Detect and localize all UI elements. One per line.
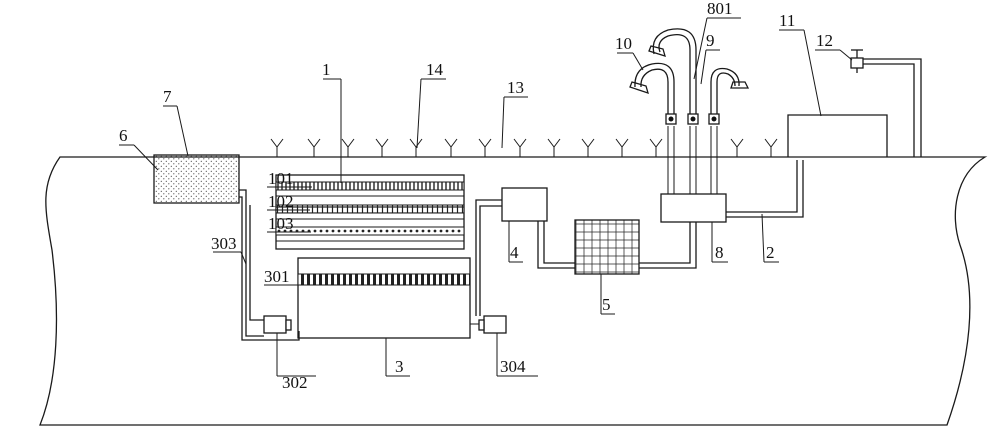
label-4: 4 <box>510 243 519 262</box>
valve-12-icon <box>850 49 864 73</box>
layer-103 <box>275 226 465 236</box>
filter-4 <box>501 187 548 222</box>
layer-301 <box>297 273 471 286</box>
pipe-303 <box>239 189 264 337</box>
sprinkler-9-icon <box>710 67 750 114</box>
tank-6 <box>153 154 240 204</box>
label-304: 304 <box>500 357 526 376</box>
label-1: 1 <box>322 60 331 79</box>
label-12: 12 <box>816 31 833 50</box>
pipe-2 <box>726 160 798 213</box>
label-11: 11 <box>779 11 795 30</box>
label-7: 7 <box>163 87 172 106</box>
label-8: 8 <box>715 243 724 262</box>
sprinkler-801-icon <box>648 28 697 114</box>
unit-5 <box>574 219 640 275</box>
pump-304 <box>483 315 507 334</box>
pipe-304 <box>475 199 502 316</box>
layer-101 <box>275 181 465 191</box>
label-14: 14 <box>426 60 444 79</box>
pipe-12 <box>856 63 915 157</box>
pump-302-cap <box>285 319 292 331</box>
label-302: 302 <box>282 373 308 392</box>
label-801: 801 <box>707 0 733 18</box>
label-3: 3 <box>395 357 404 376</box>
pump-302 <box>263 315 287 334</box>
box-11 <box>787 114 888 157</box>
riser-valves <box>665 113 720 125</box>
label-13: 13 <box>507 78 524 97</box>
riser-pipes <box>667 126 718 194</box>
ground-outline <box>39 156 988 426</box>
label-5: 5 <box>602 295 611 314</box>
label-10: 10 <box>615 34 632 53</box>
label-303: 303 <box>211 234 237 253</box>
layer-102 <box>275 204 465 214</box>
label-6: 6 <box>119 126 128 145</box>
label-101: 101 <box>268 169 294 188</box>
plant-row-14 <box>270 138 778 157</box>
label-2: 2 <box>766 243 775 262</box>
sprinkler-10-icon <box>629 62 675 114</box>
leader-lines <box>119 17 853 377</box>
pump-304-cap <box>478 319 485 331</box>
label-301: 301 <box>264 267 290 286</box>
controller-8 <box>660 193 727 223</box>
label-102: 102 <box>268 192 294 211</box>
label-103: 103 <box>268 214 294 233</box>
tank-3 <box>297 257 471 339</box>
label-9: 9 <box>706 31 715 50</box>
